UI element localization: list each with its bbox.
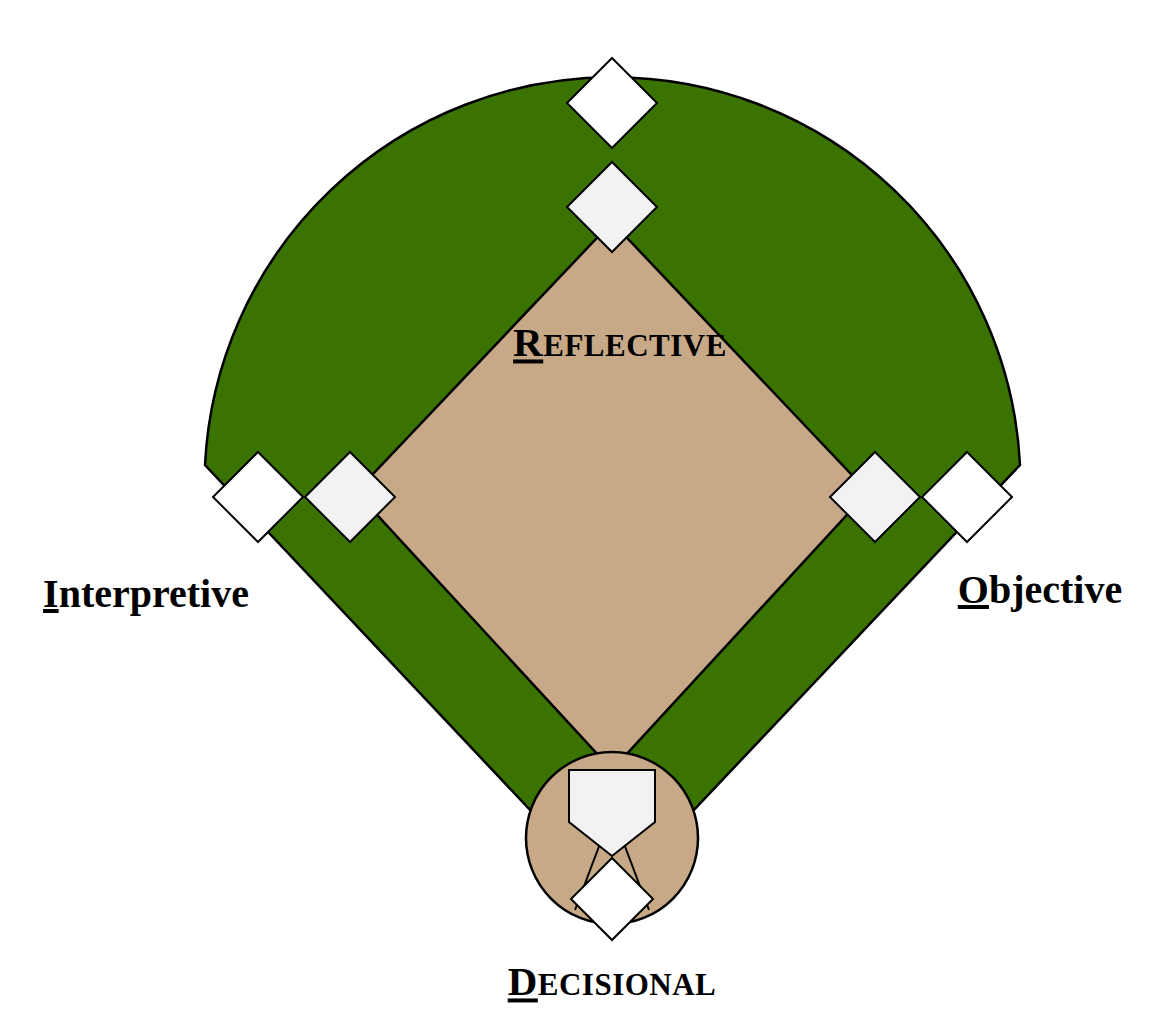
outer-base (567, 58, 657, 148)
outer-base (922, 452, 1012, 542)
first-base (830, 452, 920, 542)
field-label: Interpretive (43, 572, 249, 616)
home-plate (569, 770, 655, 856)
field-label: Objective (958, 568, 1122, 612)
field-label: REFLECTIVE (513, 320, 727, 365)
third-base (305, 452, 395, 542)
outer-base (213, 452, 303, 542)
field-label: DECISIONAL (508, 959, 717, 1004)
second-base (567, 162, 657, 252)
outer-base (571, 858, 653, 940)
infield-dirt (356, 222, 868, 770)
outfield-grass (205, 77, 1020, 812)
